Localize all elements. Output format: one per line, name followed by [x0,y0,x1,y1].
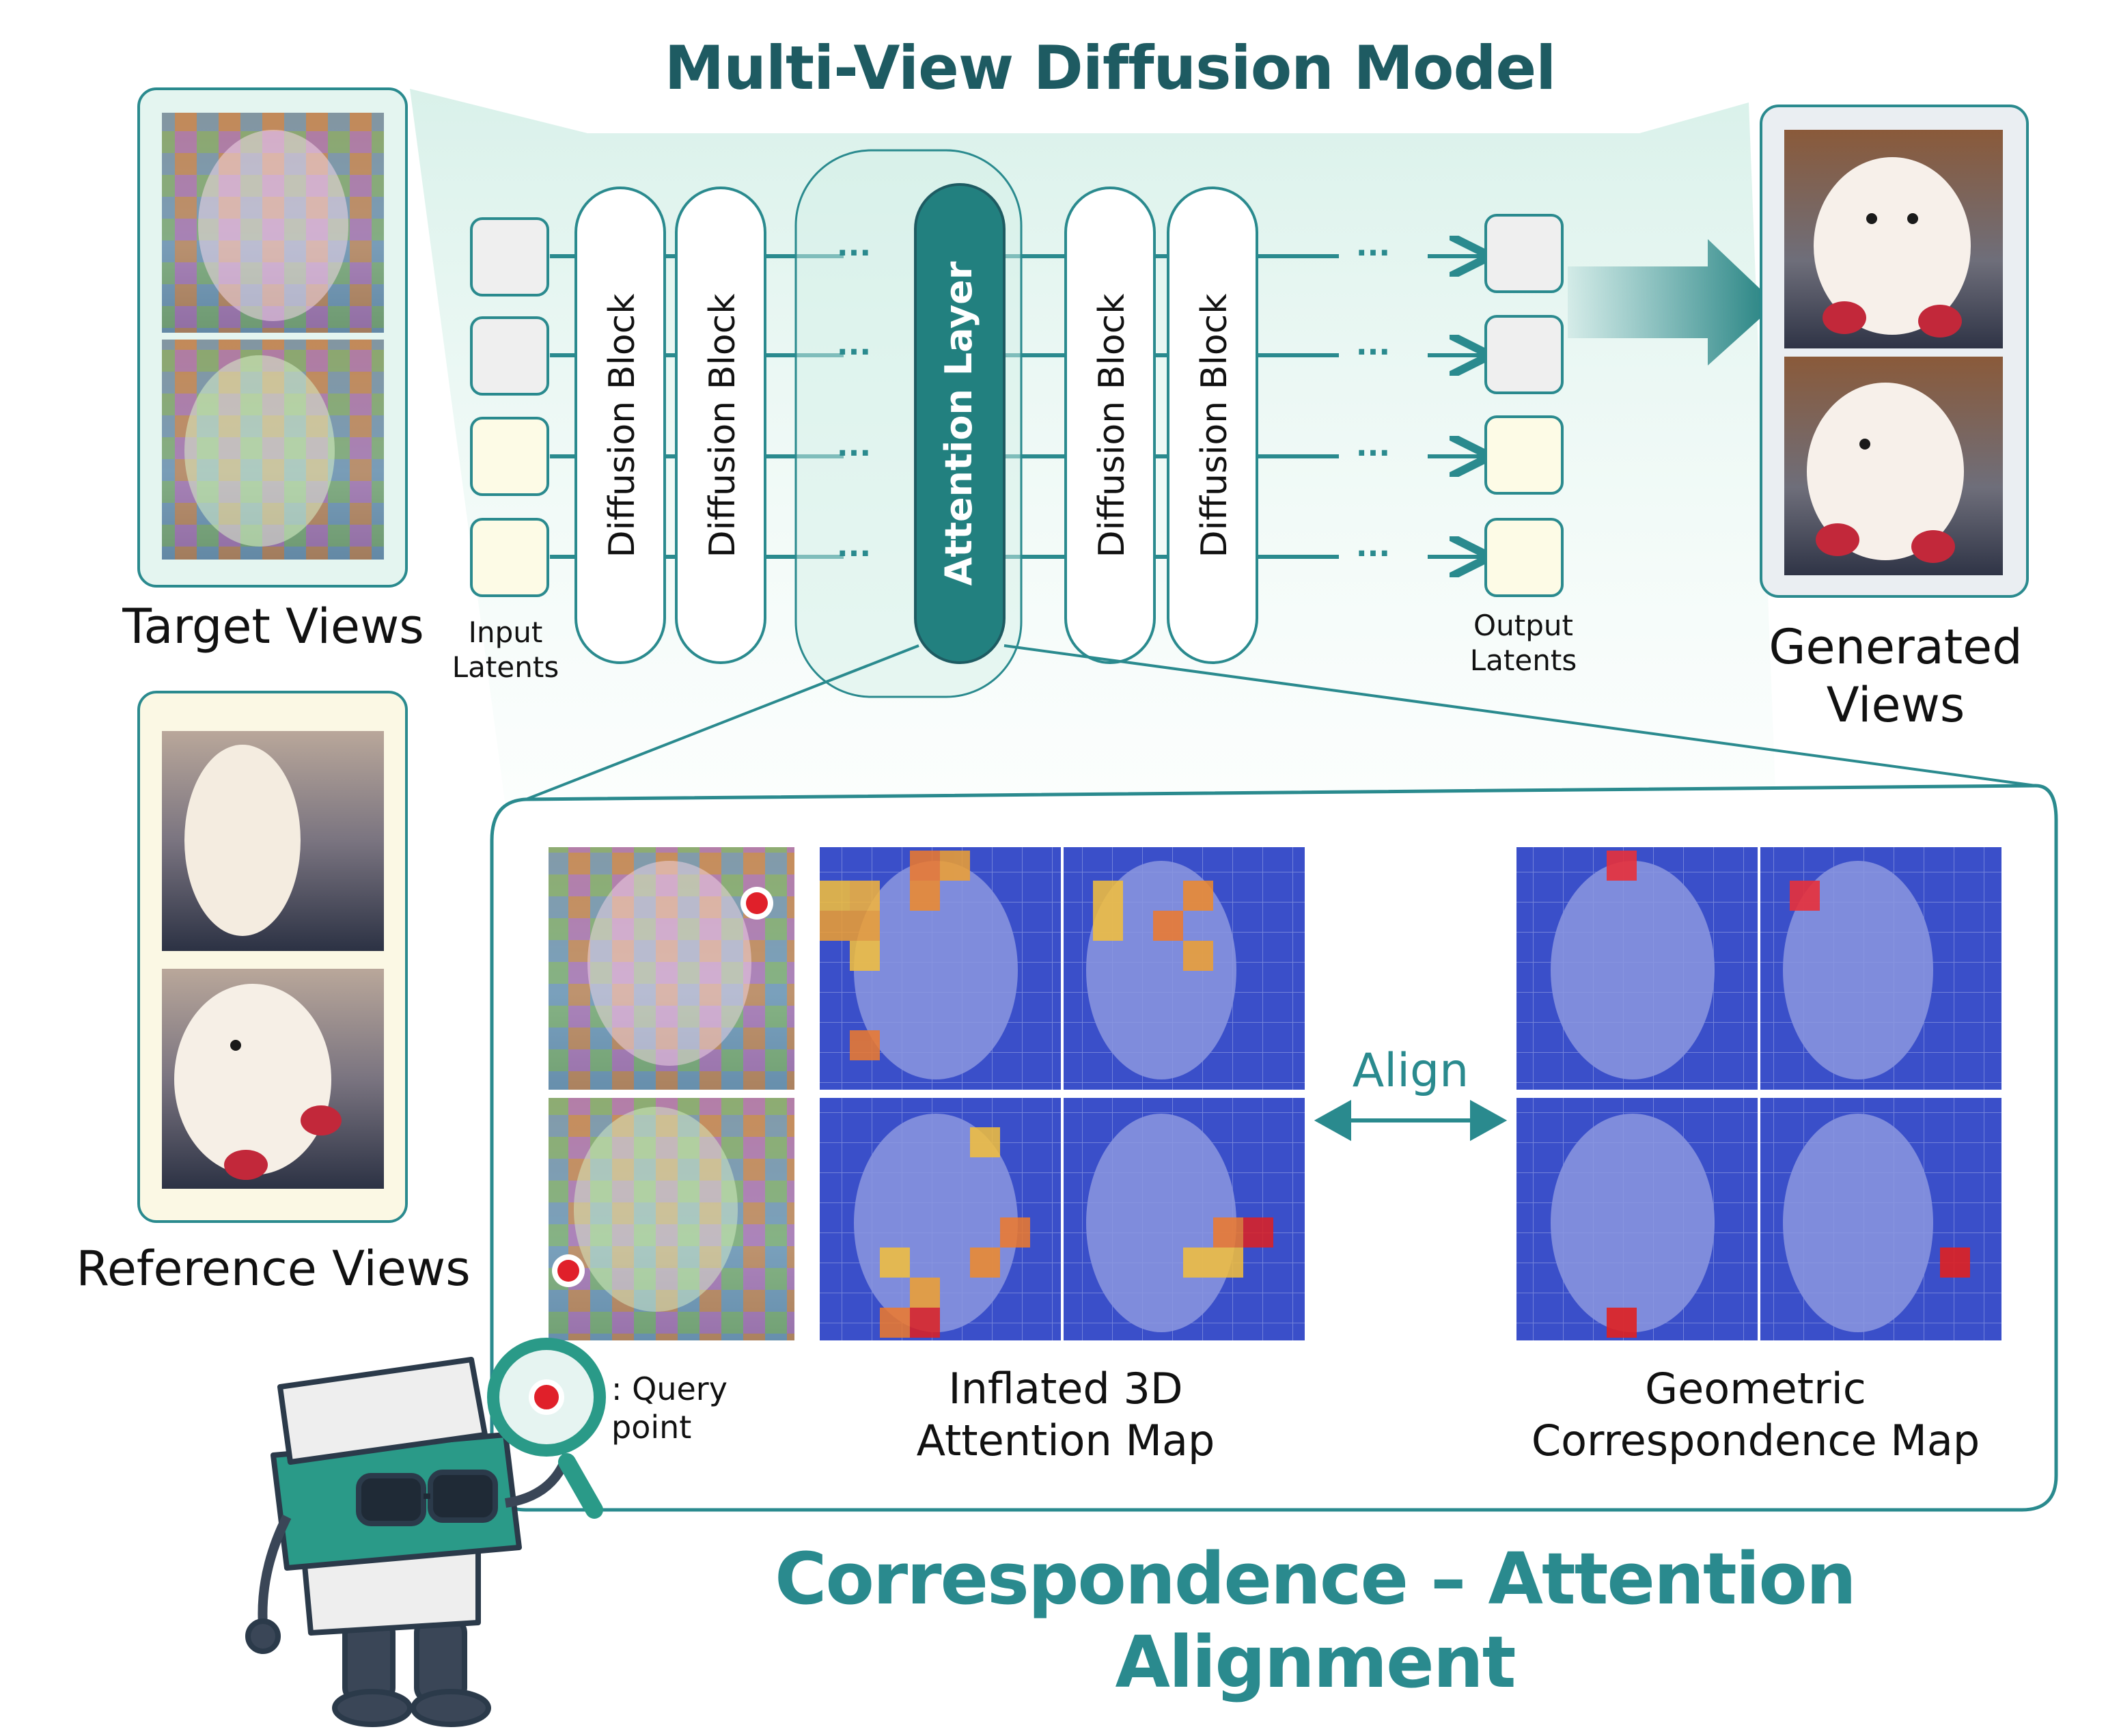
ellipsis: ··· [1356,335,1390,370]
ellipsis: ··· [837,536,871,571]
input-latents-label: Input Latents [452,616,559,685]
target-views-label: Target Views [122,598,424,655]
ellipsis: ··· [1356,536,1390,571]
align-arrow-icon [1314,1099,1508,1142]
query-point-label: : Query point [611,1370,728,1446]
inflated-attention-map [820,847,1305,1340]
geometric-correspondence-map [1516,847,2001,1340]
reference-views-panel [137,691,408,1223]
diffusion-block-label-2: Diffusion Block [702,294,743,558]
diffusion-block-label-3: Diffusion Block [1092,294,1133,558]
query-point-icon [740,887,773,920]
ellipsis: ··· [837,335,871,370]
page-title: Multi-View Diffusion Model [664,33,1557,103]
ellipsis: ··· [837,436,871,471]
generated-views-label: Generated Views [1769,619,2023,734]
geometric-map-label: Geometric Correspondence Map [1531,1364,1980,1465]
output-arrow-icon [1568,239,1776,366]
ellipsis: ··· [1356,436,1390,471]
diffusion-block-label-1: Diffusion Block [602,294,643,558]
query-point-icon [552,1254,585,1287]
output-latents-label: Output Latents [1469,609,1577,678]
diffusion-block-label-4: Diffusion Block [1194,294,1235,558]
diffusion-blocks [574,187,1258,664]
ellipsis: ··· [1356,236,1390,271]
generated-views-panel [1760,105,2029,598]
target-views-panel [137,87,408,588]
attention-layer-label: Attention Layer [937,261,980,585]
inflated-map-label: Inflated 3D Attention Map [916,1364,1215,1465]
ellipsis: ··· [837,236,871,271]
zoom-connectors [525,644,2036,801]
attention-layer [914,183,1006,664]
magnifier-icon [487,1338,606,1519]
robot-mascot-icon [245,1357,572,1727]
align-label: Align [1353,1044,1469,1098]
page-subtitle: Correspondence – Attention Alignment [775,1537,1857,1704]
output-latents [1484,214,1564,597]
reference-views-label: Reference Views [76,1241,471,1297]
input-latents [470,217,549,597]
